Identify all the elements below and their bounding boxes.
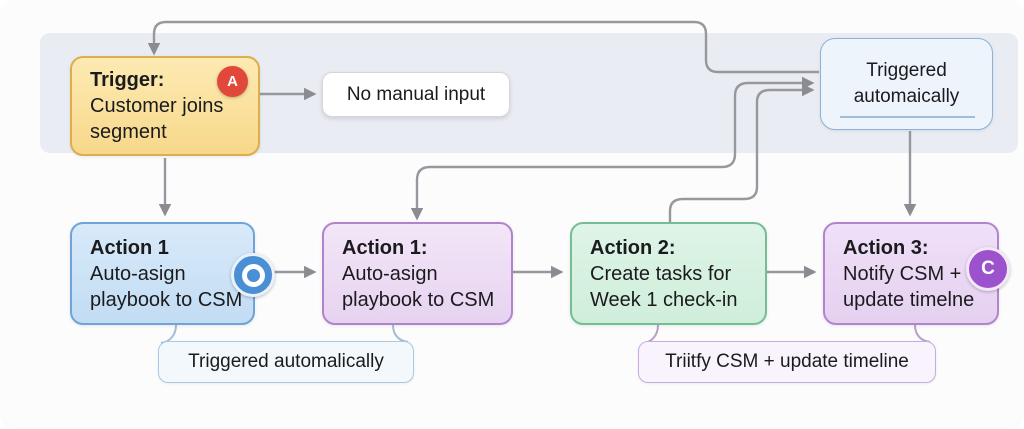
triggered-automatically-node[interactable]: Triggered automaically xyxy=(820,38,993,130)
no-manual-input-label: No manual input xyxy=(346,83,486,105)
action1-purple-line2: playbook to CSM xyxy=(342,288,495,311)
label-left-text: Triggered automalically xyxy=(188,351,384,372)
action1-purple-node[interactable]: Action 1: Auto-asign playbook to CSM xyxy=(322,222,513,325)
action3-line2: update timelne xyxy=(843,288,975,311)
action1-blue-line2: playbook to CSM xyxy=(90,288,243,311)
action1-blue-line1: Auto-asign xyxy=(90,262,186,285)
action2-line2: Week 1 check-in xyxy=(590,288,738,311)
action1-blue-title: Action 1 xyxy=(90,236,169,259)
action1-blue-node[interactable]: Action 1 Auto-asign playbook to CSM xyxy=(70,222,255,325)
refresh-c-badge-icon: C xyxy=(966,247,1010,291)
label-notify-update-timeline: Triitfy CSM + update timeline xyxy=(638,341,936,383)
trigger-line2: segment xyxy=(90,121,167,143)
trigger-title: Trigger: xyxy=(90,69,165,91)
no-manual-input-node[interactable]: No manual input xyxy=(322,72,510,117)
triggered-top-line2: automaically xyxy=(853,86,960,107)
ring-glyph xyxy=(241,263,265,287)
ring-badge-icon xyxy=(231,253,275,297)
action1-purple-title: Action 1: xyxy=(342,236,428,259)
action1-purple-line1: Auto-asign xyxy=(342,262,438,285)
trigger-line1: Customer joins xyxy=(90,95,224,117)
triggered-top-line1: Triggered xyxy=(866,60,947,81)
action2-title: Action 2: xyxy=(590,236,676,259)
badge-glyph: C xyxy=(981,258,995,279)
letter-a-badge-icon: A xyxy=(217,66,248,97)
label-right-text: Triitfy CSM + update timeline xyxy=(665,351,909,372)
action3-title: Action 3: xyxy=(843,236,929,259)
action3-line1: Notify CSM + xyxy=(843,262,962,285)
underline-decoration xyxy=(840,116,975,118)
action2-node[interactable]: Action 2: Create tasks for Week 1 check-… xyxy=(570,222,767,325)
action2-line1: Create tasks for xyxy=(590,262,732,285)
label-triggered-automatically: Triggered automalically xyxy=(158,341,414,383)
badge-letter: A xyxy=(227,73,238,90)
